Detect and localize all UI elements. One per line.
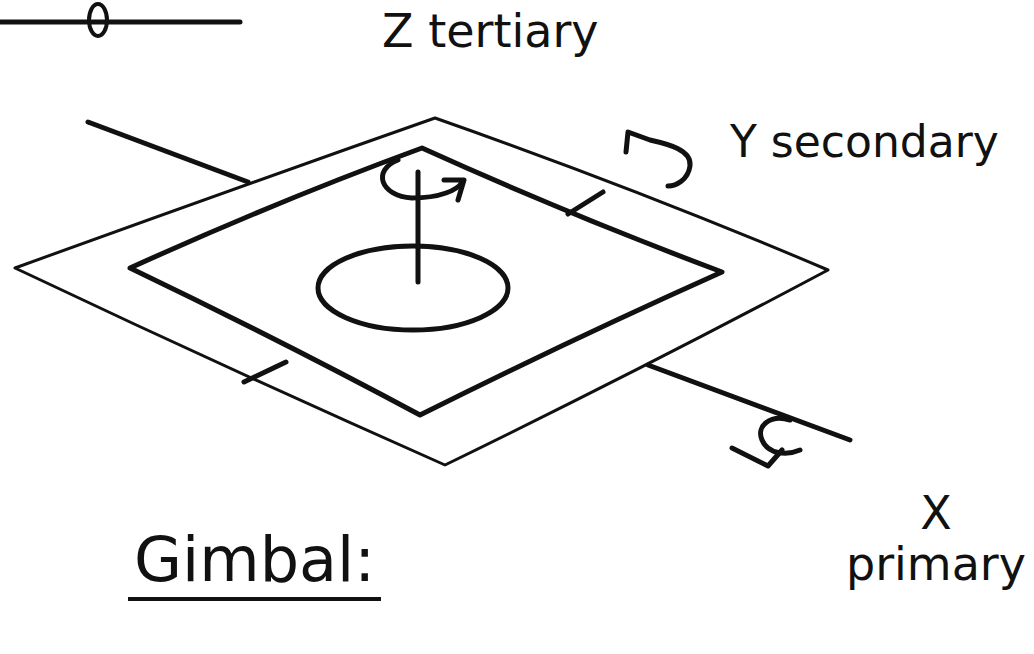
title: Gimbal: (128, 524, 381, 601)
x-axis (244, 362, 286, 382)
z-axis (416, 172, 421, 282)
x-rotation-arrow (761, 418, 800, 453)
outer-gimbal-ring (15, 118, 828, 465)
y-axis (88, 122, 248, 182)
axis-label: Z tertiary (382, 6, 599, 57)
arrowhead (732, 448, 782, 466)
axis-label: X primary (846, 488, 1026, 589)
y-rotation-arrow (626, 132, 690, 186)
cropped-stroke (89, 4, 107, 36)
inner-gimbal-ring (130, 148, 722, 415)
y-axis (568, 192, 603, 214)
cropped-stroke (0, 20, 240, 25)
rotor (318, 246, 508, 330)
axis-label: Y secondary (730, 118, 999, 166)
arrowhead (444, 180, 464, 200)
x-axis (648, 365, 850, 440)
